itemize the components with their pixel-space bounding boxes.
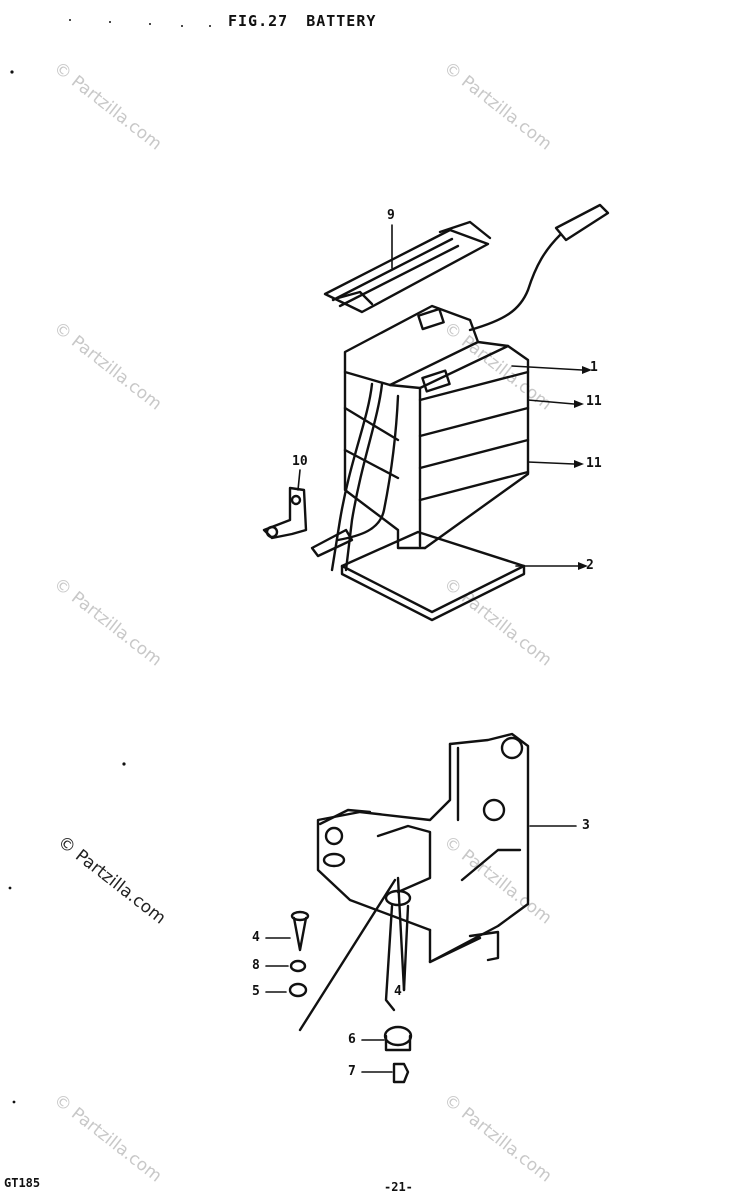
callout-1: 1 (590, 360, 598, 375)
model-code: GT185 (4, 1176, 41, 1190)
callout-4: 4 (394, 984, 402, 999)
callout-10: 10 (292, 454, 308, 469)
battery-holder-drawing (298, 732, 530, 1032)
figure-title: FIG.27 BATTERY (228, 12, 394, 30)
hardware-drawing (288, 910, 413, 1084)
earth-lead-drawing (262, 486, 308, 540)
battery-strap-drawing (323, 220, 492, 314)
scan-specks (8, 19, 211, 1104)
battery-tray-drawing (340, 530, 526, 622)
callout-7: 7 (348, 1064, 356, 1079)
callout-5: 5 (252, 984, 260, 999)
figure-name: BATTERY (306, 12, 377, 30)
callout-8: 8 (252, 958, 260, 973)
leader-lines (265, 224, 583, 1073)
arrow-heads (574, 366, 592, 570)
vent-tube-drawing (468, 203, 610, 332)
callout-6: 6 (348, 1032, 356, 1047)
callout-3: 3 (582, 818, 590, 833)
page-number: -21- (384, 1180, 413, 1194)
figure-label: FIG.27 (228, 12, 289, 30)
callout-11: 11 (586, 456, 602, 471)
callout-4: 4 (252, 930, 260, 945)
battery-drawing (310, 304, 530, 572)
callout-9: 9 (387, 208, 395, 223)
callout-2: 2 (586, 558, 594, 573)
callout-11: 11 (586, 394, 602, 409)
